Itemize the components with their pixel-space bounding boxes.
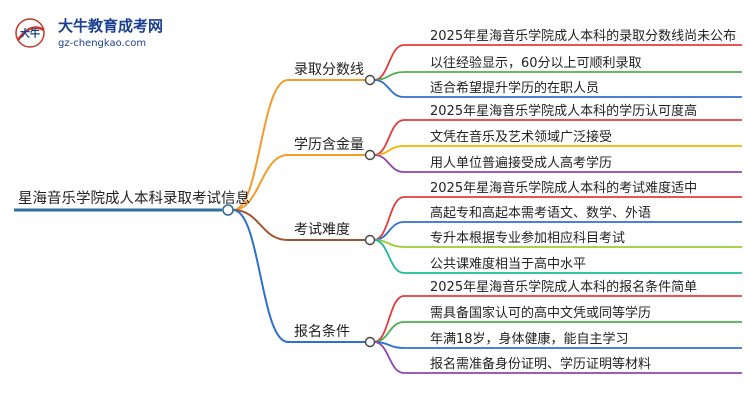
branch-node-label: 报名条件 [294,323,350,340]
leaf-connector [373,321,405,343]
leaf-node-label: 2025年星海音乐学院成人本科的录取分数线尚未公布 [430,28,736,44]
branch-node-dot [364,149,376,161]
branch-node-label: 学历含金量 [294,137,364,153]
leaf-node-label: 公共课难度相当于高中水平 [430,256,586,272]
leaf-connector [373,221,405,241]
logo-title: 大牛教育成考网 [58,17,163,35]
leaf-node-label: 文凭在音乐及艺术领域广泛接受 [430,129,612,145]
leaf-node-label: 年满18岁，身体健康，能自主学习 [430,331,629,347]
branch-node-dot [364,234,376,246]
leaf-node-label: 高起专和高起本需考语文、数学、外语 [430,205,651,221]
logo-badge-icon [15,18,45,48]
leaf-connector [373,239,405,274]
logo-badge-text: 大牛 [20,27,40,40]
site-logo: 大牛 大牛教育成考网 gz-chengkao.com [15,17,163,49]
branch-connector [232,154,289,211]
leaf-node-label: 报名需准备身份证明、学历证明等材料 [430,356,651,372]
leaf-node-label: 适合希望提升学历的在职人员 [430,80,599,96]
leaf-connector [373,295,405,343]
branch-node-label: 录取分数线 [294,62,364,78]
leaf-connector [373,154,405,173]
leaf-node-label: 2025年星海音乐学院成人本科的报名条件简单 [430,279,697,295]
mindmap-nodes: 星海音乐学院成人本科录取考试信息 录取分数线 2025年星海音乐学院成人本科的录取分… [18,28,736,372]
leaf-connector [373,79,405,98]
leaf-node-label: 需具备国家认可的高中文凭或同等学历 [430,305,651,321]
leaf-node-label: 2025年星海音乐学院成人本科的考试难度适中 [430,180,697,196]
leaf-connector [373,196,405,241]
branch-node-label: 考试难度 [294,222,350,238]
branch-connector [232,79,289,211]
mindmap-edges [14,44,742,374]
root-node-dot [222,204,234,216]
root-node-label: 星海音乐学院成人本科录取考试信息 [18,190,250,207]
leaf-node-label: 2025年星海音乐学院成人本科的学历认可度高 [430,103,697,119]
branch-node-dot [364,74,376,86]
logo-swoosh-icon [16,26,45,41]
leaf-node-label: 以往经验显示，60分以上可顺利录取 [430,55,642,71]
leaf-node-label: 用人单位普遍接受成人高考学历 [430,155,612,171]
leaf-node-label: 专升本根据专业参加相应科目考试 [430,230,625,246]
logo-url: gz-chengkao.com [58,38,146,49]
leaf-connector [373,341,405,374]
branch-connector [232,209,289,343]
branch-connector [232,209,289,241]
branch-node-dot [364,336,376,348]
leaf-connector [373,44,405,81]
leaf-connector [373,71,405,81]
